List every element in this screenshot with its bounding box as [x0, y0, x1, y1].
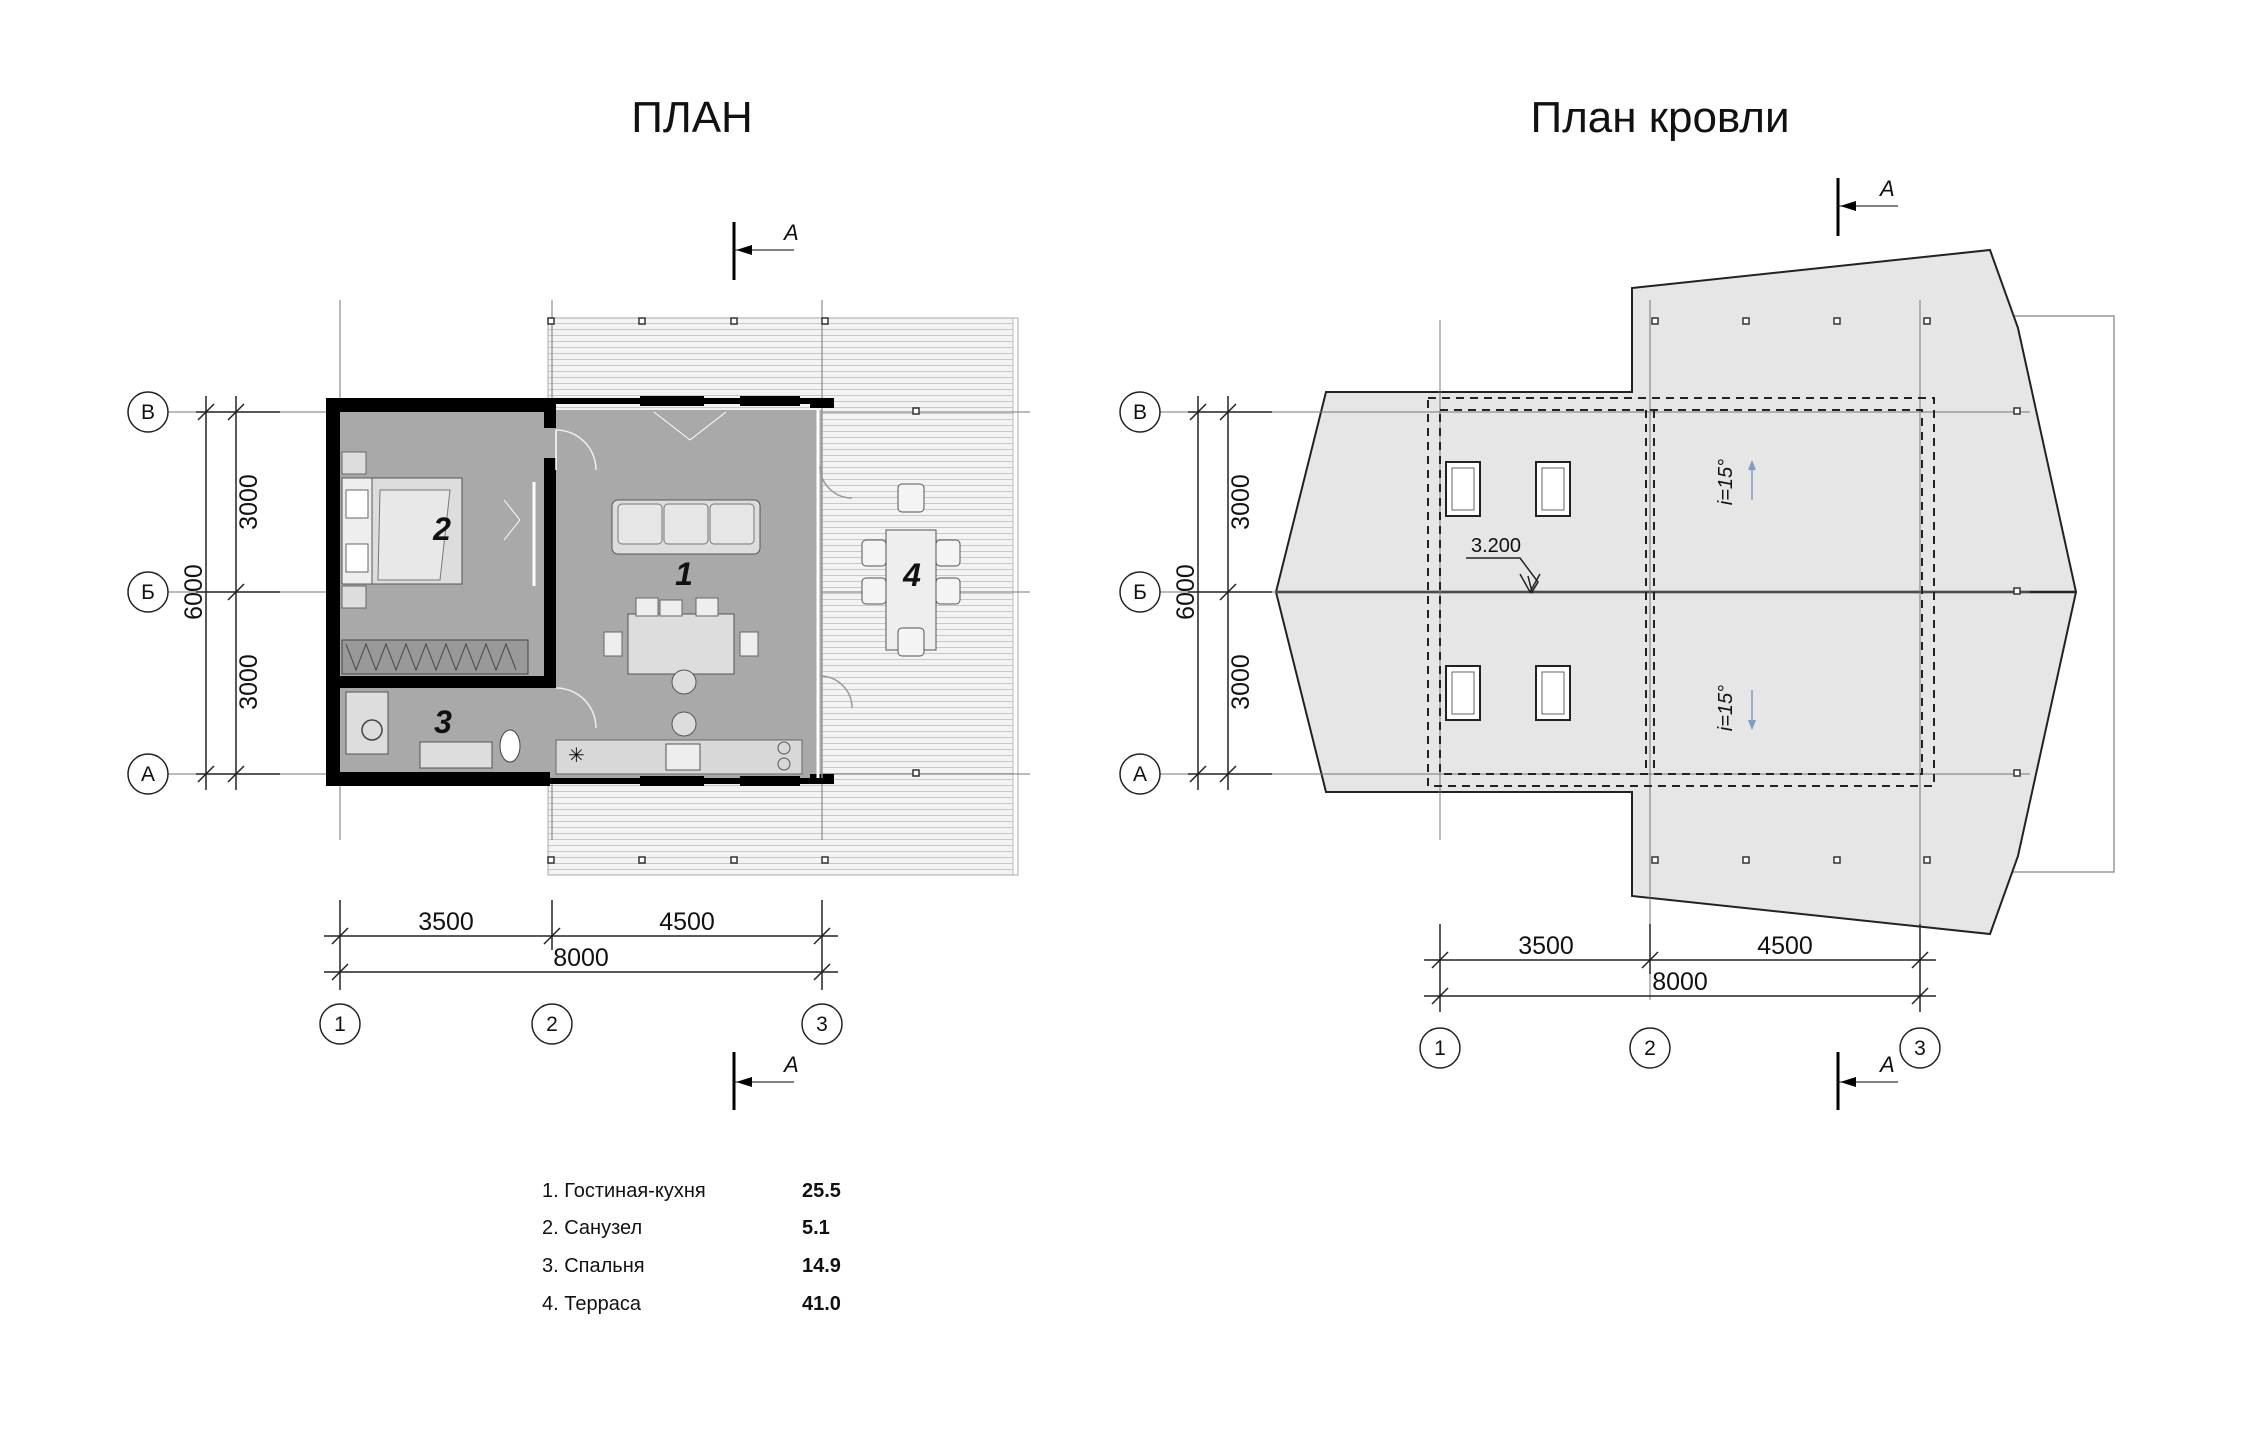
- shower: [345, 691, 389, 755]
- roof-dim-h-left: 3500: [1518, 932, 1574, 960]
- room-number-3: 3: [434, 704, 452, 740]
- vertical-dims-plan: [196, 396, 280, 790]
- vertical-dims-roof: [1188, 396, 1272, 790]
- room-number-4: 4: [902, 557, 921, 593]
- section-mark-top: А: [732, 220, 799, 280]
- roof-dim-h-right: 4500: [1757, 932, 1813, 960]
- svg-text:2: 2: [546, 1013, 558, 1036]
- legend-value-4: 41.0: [802, 1293, 841, 1315]
- bath-sink: [419, 741, 493, 769]
- svg-text:3: 3: [1914, 1037, 1926, 1060]
- columns-plan: [547, 317, 920, 864]
- col-axes-roof: 1 2 3: [1419, 1027, 1941, 1069]
- walls-dashed: [1427, 397, 1935, 787]
- svg-text:1: 1: [1434, 1037, 1446, 1060]
- plan-title: ПЛАН: [631, 93, 753, 142]
- legend-value-2: 5.1: [802, 1217, 830, 1239]
- svg-text:3: 3: [816, 1013, 828, 1036]
- horizontal-dims-roof: [1424, 924, 1936, 1012]
- plan-walls: [326, 396, 834, 786]
- sofa: [611, 499, 761, 555]
- legend-label-1: 1. Гостиная-кухня: [542, 1180, 706, 1202]
- svg-text:Б: Б: [1133, 581, 1147, 604]
- svg-text:А: А: [1133, 763, 1147, 786]
- dim-v-total: 6000: [180, 564, 208, 620]
- elevation-mark: 3.200: [1466, 535, 1541, 594]
- roof-dim-v-upper: 3000: [1227, 474, 1255, 530]
- svg-text:А: А: [1878, 176, 1895, 201]
- skylights: [1445, 461, 1571, 721]
- svg-text:В: В: [1133, 401, 1147, 424]
- dim-h-left: 3500: [418, 908, 474, 936]
- room-number-1: 1: [675, 556, 693, 592]
- svg-text:А: А: [141, 763, 155, 786]
- dim-v-upper: 3000: [235, 474, 263, 530]
- horizontal-dims-plan: [324, 900, 838, 990]
- interior-floor: [338, 410, 822, 778]
- columns-roof: [1651, 317, 2021, 864]
- svg-text:Б: Б: [141, 581, 155, 604]
- roof-section-mark-bottom: А: [1836, 1052, 1898, 1110]
- roof-dim-v-total: 6000: [1172, 564, 1200, 620]
- legend-value-1: 25.5: [802, 1180, 841, 1202]
- floor-plan: ПЛАН: [127, 93, 1030, 1110]
- dim-h-right: 4500: [659, 908, 715, 936]
- legend-label-2: 2. Санузел: [542, 1217, 642, 1239]
- svg-text:В: В: [141, 401, 155, 424]
- svg-text:1: 1: [334, 1013, 346, 1036]
- svg-text:А: А: [1878, 1052, 1895, 1077]
- svg-text:А: А: [782, 1052, 799, 1077]
- bed: [341, 451, 463, 609]
- toilet: [499, 729, 521, 763]
- wardrobe: [341, 639, 529, 675]
- door-swings: [555, 429, 853, 729]
- roof-dim-h-total: 8000: [1652, 968, 1708, 996]
- slope-upper: i=15°: [1715, 459, 1737, 505]
- svg-text:✳: ✳: [568, 745, 585, 767]
- dim-h-total: 8000: [553, 944, 609, 972]
- terrace-dining-set: [861, 483, 961, 657]
- area-legend: 1. Гостиная-кухня 25.5 2. Санузел 5.1 3.…: [542, 1180, 841, 1315]
- section-mark-bottom: А: [732, 1052, 799, 1110]
- col-axes-plan: 1 2 3: [319, 1003, 843, 1045]
- svg-text:А: А: [782, 220, 799, 245]
- row-axes-plan: В Б А: [127, 391, 169, 795]
- slope-lower: i=15°: [1715, 685, 1737, 731]
- dining-table: [603, 597, 759, 675]
- legend-value-3: 14.9: [802, 1255, 841, 1277]
- room-number-2: 2: [432, 511, 451, 547]
- svg-text:3.200: 3.200: [1471, 535, 1521, 557]
- roof-title: План кровли: [1530, 93, 1789, 142]
- roof-dim-v-lower: 3000: [1227, 654, 1255, 710]
- roof-plan: План кровли: [1119, 93, 2115, 1110]
- svg-text:2: 2: [1644, 1037, 1656, 1060]
- dim-v-lower: 3000: [235, 654, 263, 710]
- legend-label-3: 3. Спальня: [542, 1255, 645, 1277]
- row-axes-roof: В Б А: [1119, 391, 1161, 795]
- roof-section-mark-top: А: [1836, 176, 1898, 236]
- legend-label-4: 4. Терраса: [542, 1293, 642, 1315]
